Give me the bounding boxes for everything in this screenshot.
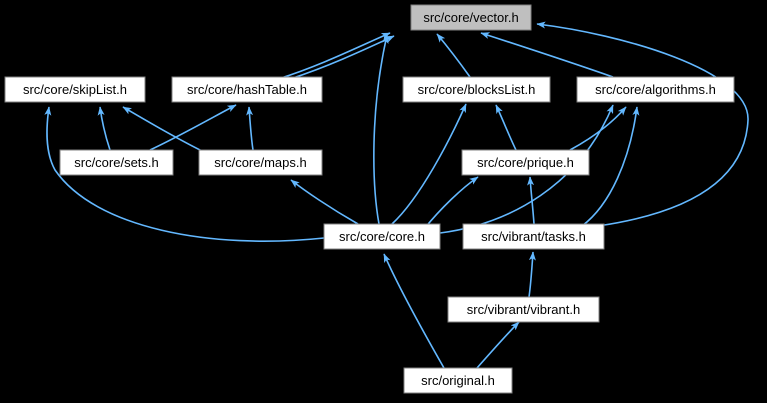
node-prique[interactable]: src/core/prique.h xyxy=(461,149,590,176)
edge-tasks-to-vector xyxy=(536,21,749,227)
node-box-blocksList[interactable] xyxy=(402,76,551,103)
edge-sets-to-skipList xyxy=(97,106,111,151)
edges-layer xyxy=(44,21,749,369)
edge-prique-to-blocksList xyxy=(495,104,517,151)
edge-skipList-to-vector xyxy=(277,32,391,80)
node-hashTable[interactable]: src/core/hashTable.h xyxy=(171,76,323,103)
node-label-hashTable: src/core/hashTable.h xyxy=(187,82,307,97)
node-vibrant[interactable]: src/vibrant/vibrant.h xyxy=(447,296,600,323)
nodes-layer: src/core/vector.h src/core/skipList.h src/… xyxy=(4,4,735,394)
edge-core-to-blocksList xyxy=(391,103,467,225)
node-label-original: src/original.h xyxy=(421,373,495,388)
node-label-maps: src/core/maps.h xyxy=(214,155,306,170)
edge-core-to-maps xyxy=(290,179,359,225)
edge-algorithms-to-vector xyxy=(480,32,614,78)
edge-blocksList-to-vector xyxy=(436,33,471,78)
node-label-vector: src/core/vector.h xyxy=(423,10,518,25)
node-label-blocksList: src/core/blocksList.h xyxy=(418,82,536,97)
node-sets[interactable]: src/core/sets.h xyxy=(59,149,174,176)
edge-original-to-core xyxy=(383,253,445,369)
node-box-prique[interactable] xyxy=(461,149,590,176)
edge-maps-to-skipList xyxy=(122,106,203,152)
edge-original-to-vibrant xyxy=(476,321,520,369)
node-box-core[interactable] xyxy=(323,223,441,250)
edge-tasks-to-prique xyxy=(527,176,535,225)
node-box-original[interactable] xyxy=(403,367,513,394)
edge-tasks-to-algorithms xyxy=(581,106,640,227)
node-box-maps[interactable] xyxy=(198,149,323,176)
node-label-core: src/core/core.h xyxy=(339,229,425,244)
node-tasks[interactable]: src/vibrant/tasks.h xyxy=(462,223,605,250)
node-label-sets: src/core/sets.h xyxy=(74,155,159,170)
edge-hashTable-to-vector xyxy=(289,35,395,80)
node-box-hashTable[interactable] xyxy=(171,76,323,103)
node-box-vector[interactable] xyxy=(410,4,532,31)
node-box-vibrant[interactable] xyxy=(447,296,600,323)
edge-prique-to-algorithms xyxy=(569,106,627,151)
edge-core-to-prique xyxy=(423,176,479,230)
edge-sets-to-hashTable xyxy=(149,104,237,151)
node-core[interactable]: src/core/core.h xyxy=(323,223,441,250)
node-label-vibrant: src/vibrant/vibrant.h xyxy=(467,302,580,317)
node-skipList[interactable]: src/core/skipList.h xyxy=(4,76,146,103)
node-box-tasks[interactable] xyxy=(462,223,605,250)
node-label-skipList: src/core/skipList.h xyxy=(23,82,127,97)
node-blocksList[interactable]: src/core/blocksList.h xyxy=(402,76,551,103)
edge-maps-to-hashTable xyxy=(246,106,254,151)
edge-core-to-vector xyxy=(373,34,389,225)
node-box-sets[interactable] xyxy=(59,149,174,176)
node-label-prique: src/core/prique.h xyxy=(477,155,574,170)
node-maps[interactable]: src/core/maps.h xyxy=(198,149,323,176)
node-label-algorithms: src/core/algorithms.h xyxy=(595,82,716,97)
node-box-skipList[interactable] xyxy=(4,76,146,103)
edge-core-to-skipList xyxy=(44,106,325,242)
node-original[interactable]: src/original.h xyxy=(403,367,513,394)
node-vector[interactable]: src/core/vector.h xyxy=(410,4,532,31)
node-algorithms[interactable]: src/core/algorithms.h xyxy=(576,76,735,103)
node-label-tasks: src/vibrant/tasks.h xyxy=(481,229,586,244)
node-box-algorithms[interactable] xyxy=(576,76,735,103)
edge-vibrant-to-tasks xyxy=(528,251,536,298)
